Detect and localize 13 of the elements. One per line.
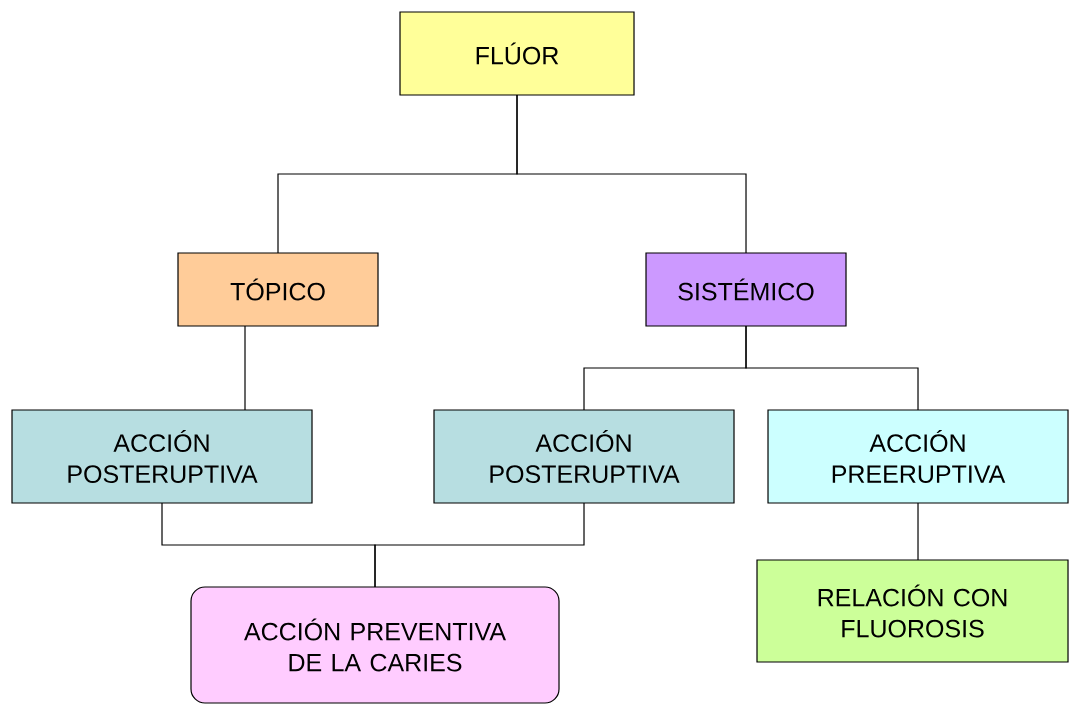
concept-box: TÓPICO (177, 252, 379, 327)
concept-box: RELACIÓN CON FLUOROSIS (756, 559, 1069, 663)
concept-box: FLÚOR (399, 11, 635, 96)
concept-box: ACCIÓN POSTERUPTIVA (433, 409, 735, 504)
rounded-box: ACCIÓN PREVENTIVA DE LA CARIES (190, 586, 560, 704)
connector-line (917, 502, 919, 561)
connector-line (745, 325, 919, 411)
connector-line (374, 502, 585, 588)
concept-box: ACCIÓN PREERUPTIVA (767, 409, 1069, 504)
connector-line (244, 325, 246, 411)
concept-box: SISTÉMICO (645, 252, 847, 327)
connector-line (516, 94, 747, 254)
concept-box: ACCIÓN POSTERUPTIVA (11, 409, 313, 504)
